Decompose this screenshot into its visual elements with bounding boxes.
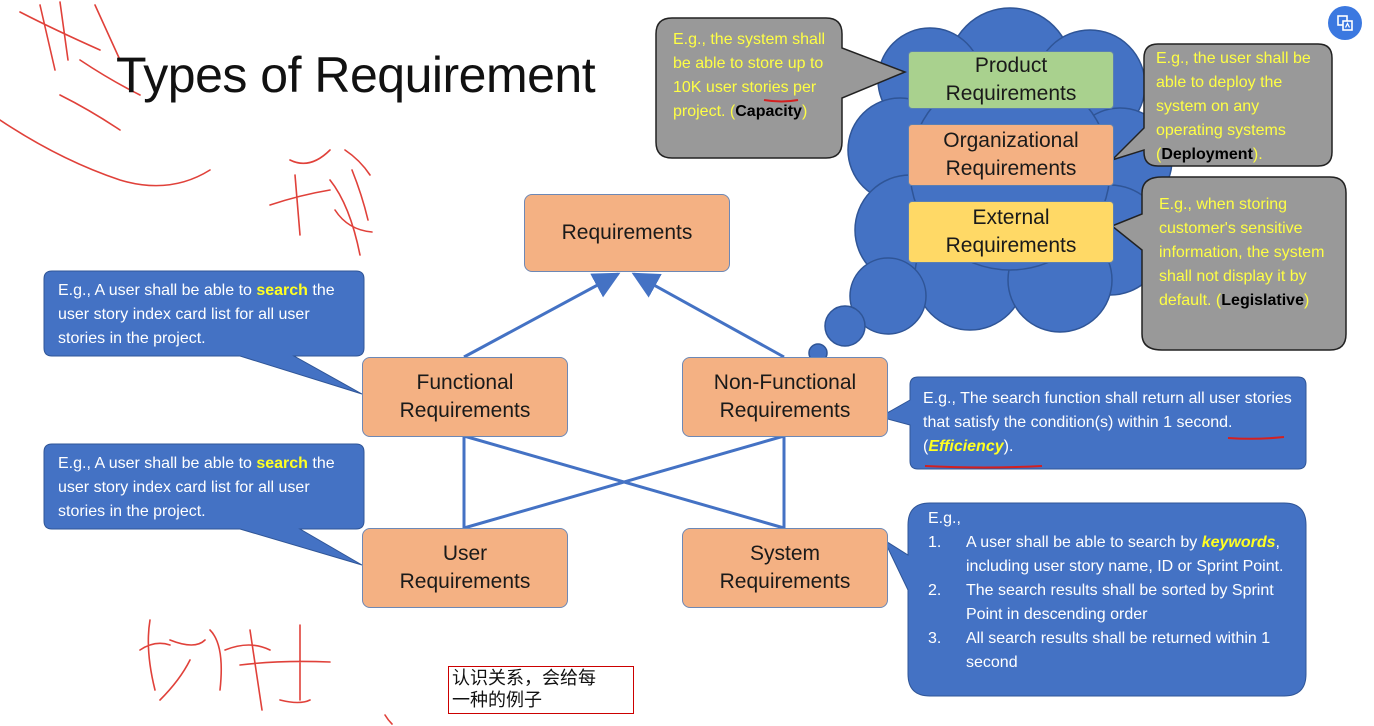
thought-bubble-medium: [824, 305, 866, 347]
slide-title: Types of Requirement: [116, 47, 596, 103]
user-requirements-node: User Requirements: [362, 528, 568, 608]
ink-underline-within-1: [1227, 436, 1285, 440]
system-node-line1: System: [749, 541, 820, 565]
legislative-callout-shape: [1110, 176, 1347, 351]
annotation-note: 认识关系，会给每 一种的例子: [448, 666, 634, 714]
ink-scribble-center: [269, 149, 373, 256]
connector-non-functional-to-requirements: [631, 272, 785, 359]
list-item-number: 3.: [928, 630, 942, 647]
product-requirements-node: Product Requirements: [908, 51, 1114, 109]
list-item-after: , including user story name, ID or Sprin…: [966, 534, 1284, 575]
user-callout-after: the user story index card list for all u…: [58, 455, 335, 520]
list-item-number: 1.: [928, 534, 942, 551]
list-item-text: All search results shall be returned wit…: [966, 630, 1271, 671]
user-callout-before: E.g., A user shall be able to: [58, 455, 257, 472]
external-requirements-node: External Requirements: [908, 201, 1114, 263]
product-node-line1: Product: [974, 53, 1048, 77]
legislative-callout-keyword: Legislative: [1221, 292, 1304, 309]
deployment-callout-text: E.g., the user shall be able to deploy t…: [1156, 47, 1328, 167]
organizational-requirements-node: Organizational Requirements: [908, 124, 1114, 186]
ink-underline-10k: [763, 99, 799, 103]
non-functional-callout-shape: [878, 376, 1307, 470]
requirements-node-label: Requirements: [561, 220, 693, 244]
functional-callout-keyword: search: [256, 282, 308, 299]
system-callout-shape: [882, 502, 1307, 697]
connector-non-functional-to-user: [463, 434, 785, 530]
system-callout-text: E.g., 1. A user shall be able to search …: [928, 507, 1298, 675]
connector-functional-to-requirements: [463, 272, 621, 359]
capacity-callout-keyword: Capacity: [735, 103, 802, 120]
user-callout-keyword: search: [256, 455, 308, 472]
system-callout-list: 1. A user shall be able to search by key…: [928, 531, 1298, 675]
functional-callout-after: the user story index card list for all u…: [58, 282, 335, 347]
non-functional-callout-text: E.g., The search function shall return a…: [923, 387, 1295, 459]
thought-bubble-large: [849, 257, 927, 335]
ink-underline-second: [924, 465, 1043, 469]
annotation-note-line2: 一种的例子: [452, 689, 542, 711]
non-functional-node-line1: Non-Functional: [713, 370, 857, 394]
legislative-callout-after: ): [1303, 292, 1310, 309]
product-node-line2: Requirements: [945, 82, 1077, 105]
system-callout-intro: E.g.,: [928, 510, 961, 527]
functional-node-line2: Requirements: [399, 399, 531, 422]
capacity-callout-before: E.g., the system shall be able to store …: [673, 31, 826, 120]
capacity-callout-text: E.g., the system shall be able to store …: [673, 28, 833, 124]
organizational-node-line2: Requirements: [945, 157, 1077, 180]
capacity-callout-shape: [655, 17, 908, 159]
organizational-node-line1: Organizational: [943, 128, 1079, 152]
functional-requirements-node: Functional Requirements: [362, 357, 568, 437]
system-node-line2: Requirements: [719, 570, 851, 593]
annotation-note-line1: 认识关系，会给每: [452, 668, 596, 689]
list-item-keyword: keywords: [1201, 534, 1276, 551]
ink-scribble-top-left: [0, 1, 211, 187]
functional-callout-text: E.g., A user shall be able to search the…: [58, 279, 354, 351]
list-item: 3. All search results shall be returned …: [928, 627, 1298, 675]
functional-node-line1: Functional: [416, 370, 514, 394]
non-functional-callout-after: ).: [1003, 438, 1014, 455]
functional-callout-before: E.g., A user shall be able to: [58, 282, 257, 299]
non-functional-requirements-node: Non-Functional Requirements: [682, 357, 888, 437]
functional-callout-shape: [43, 270, 365, 395]
user-node-line2: Requirements: [399, 570, 531, 593]
non-functional-callout-keyword: Efficiency: [928, 438, 1004, 455]
user-callout-text: E.g., A user shall be able to search the…: [58, 452, 354, 524]
deployment-callout-keyword: Deployment: [1161, 146, 1253, 163]
list-item-number: 2.: [928, 582, 942, 599]
external-node-line1: External: [972, 205, 1050, 229]
non-functional-node-line2: Requirements: [719, 399, 851, 422]
translate-icon[interactable]: [1328, 6, 1362, 40]
user-callout-shape: [43, 443, 365, 566]
list-item-text: The search results shall be sorted by Sp…: [966, 582, 1274, 623]
non-functional-callout-before: E.g., The search function shall return a…: [923, 390, 1292, 455]
deployment-callout-before: E.g., the user shall be able to deploy t…: [1156, 50, 1311, 163]
requirements-node: Requirements: [524, 194, 730, 272]
external-node-line2: Requirements: [945, 234, 1077, 257]
ink-scribble-bottom-left: [139, 619, 393, 725]
deployment-callout-after: ).: [1252, 146, 1263, 163]
deployment-callout-shape: [1111, 43, 1333, 167]
capacity-callout-after: ): [801, 103, 808, 120]
legislative-callout-text: E.g., when storing customer's sensitive …: [1159, 193, 1343, 313]
list-item: 2. The search results shall be sorted by…: [928, 579, 1298, 627]
legislative-callout-before: E.g., when storing customer's sensitive …: [1159, 196, 1325, 309]
system-requirements-node: System Requirements: [682, 528, 888, 608]
list-item-before: A user shall be able to search by: [966, 534, 1202, 551]
list-item: 1. A user shall be able to search by key…: [928, 531, 1298, 579]
user-node-line1: User: [442, 541, 488, 565]
